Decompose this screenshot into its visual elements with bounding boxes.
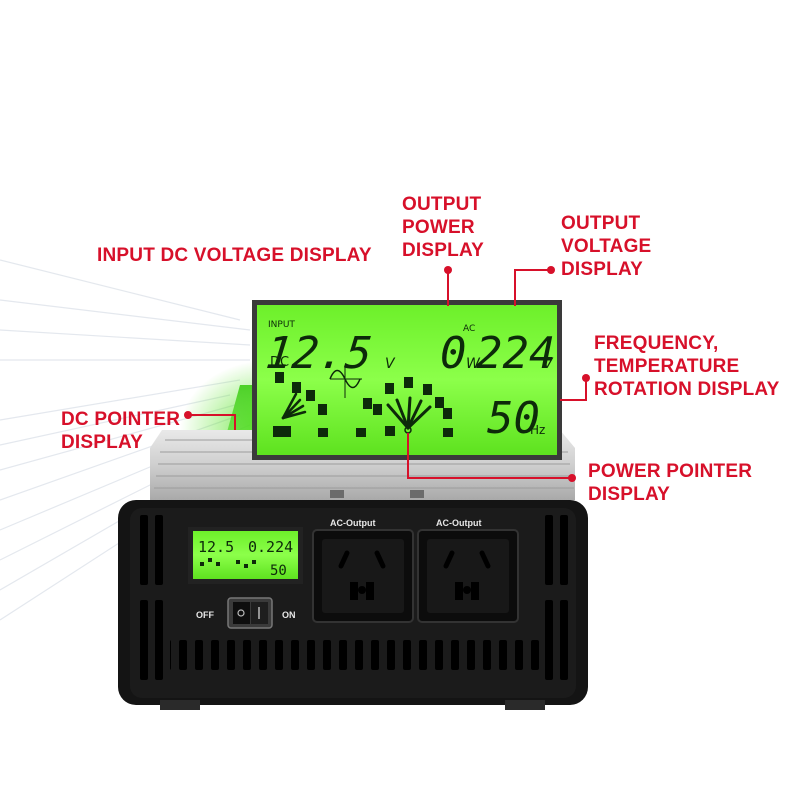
lcd-power-unit: W bbox=[466, 356, 481, 372]
ac-outlet-right: AC-Output bbox=[417, 518, 519, 623]
callout-output-power-line-2: POWER bbox=[402, 217, 475, 238]
lcd-input-unit: V bbox=[385, 356, 396, 372]
outlet-right-label: AC-Output bbox=[436, 518, 481, 528]
callout-frequency-line-1: FREQUENCY, bbox=[594, 333, 719, 354]
callout-input-dc-voltage: INPUT DC VOLTAGE DISPLAY bbox=[97, 244, 372, 267]
lcd-ac-label: AC bbox=[463, 324, 475, 334]
callout-output-voltage-line-2: VOLTAGE bbox=[561, 236, 652, 257]
mini-lcd-frequency: 50 bbox=[270, 563, 287, 579]
lcd-output-unit: V bbox=[543, 356, 554, 372]
lcd-frequency: 50 bbox=[487, 393, 540, 444]
callout-frequency-line-3: ROTATION DISPLAY bbox=[594, 379, 780, 400]
lcd-power-value: 0 bbox=[440, 328, 467, 379]
lcd-frequency-unit: Hz bbox=[530, 423, 545, 437]
mini-lcd-display: 12.5 0.224 50 bbox=[188, 527, 303, 584]
callout-output-voltage-line-3: DISPLAY bbox=[561, 259, 644, 280]
callout-frequency-line-2: TEMPERATURE bbox=[594, 356, 740, 377]
callout-power-pointer-line-2: DISPLAY bbox=[588, 484, 671, 505]
callout-power-pointer-line-1: POWER POINTER bbox=[588, 461, 753, 482]
mini-lcd-output-voltage: 0.224 bbox=[248, 538, 293, 556]
ac-outlet-left: AC-Output bbox=[312, 518, 414, 623]
lcd-dc-label: DC bbox=[270, 355, 289, 370]
sine-wave-icon bbox=[329, 365, 362, 398]
dc-pointer-fan-icon bbox=[281, 392, 307, 420]
mini-lcd-input-voltage: 12.5 bbox=[198, 538, 234, 556]
outlet-left-label: AC-Output bbox=[330, 518, 375, 528]
big-lcd-display: INPUT DC 12.5 V 0 W AC 224 V 50 Hz bbox=[252, 300, 562, 460]
callout-input-dc-voltage-text: INPUT DC VOLTAGE DISPLAY bbox=[97, 245, 372, 266]
callout-leader-lines bbox=[184, 266, 590, 482]
callout-output-power-line-1: OUTPUT bbox=[402, 194, 482, 215]
callout-power-pointer: POWER POINTER DISPLAY bbox=[588, 460, 752, 506]
callout-dc-pointer-line-1: DC POINTER bbox=[61, 409, 181, 430]
callout-output-voltage: OUTPUT VOLTAGE DISPLAY bbox=[561, 212, 651, 281]
callout-output-voltage-line-1: OUTPUT bbox=[561, 213, 641, 234]
power-switch: OFF ON bbox=[196, 597, 296, 629]
lcd-input-label: INPUT bbox=[268, 320, 295, 330]
callout-output-power: OUTPUT POWER DISPLAY bbox=[402, 193, 484, 262]
lcd-segment-icons bbox=[273, 372, 453, 437]
power-pointer-fan-icon bbox=[386, 396, 432, 430]
callout-output-power-line-3: DISPLAY bbox=[402, 240, 485, 261]
switch-off-label: OFF bbox=[196, 610, 214, 620]
callout-dc-pointer: DC POINTER DISPLAY bbox=[61, 408, 180, 454]
switch-on-label: ON bbox=[282, 610, 296, 620]
callout-dc-pointer-line-2: DISPLAY bbox=[61, 432, 144, 453]
callout-frequency-temperature: FREQUENCY, TEMPERATURE ROTATION DISPLAY bbox=[594, 332, 779, 401]
lcd-input-voltage: 12.5 bbox=[263, 328, 374, 379]
lcd-output-voltage: 224 bbox=[476, 328, 555, 379]
background-speed-lines bbox=[0, 259, 256, 621]
